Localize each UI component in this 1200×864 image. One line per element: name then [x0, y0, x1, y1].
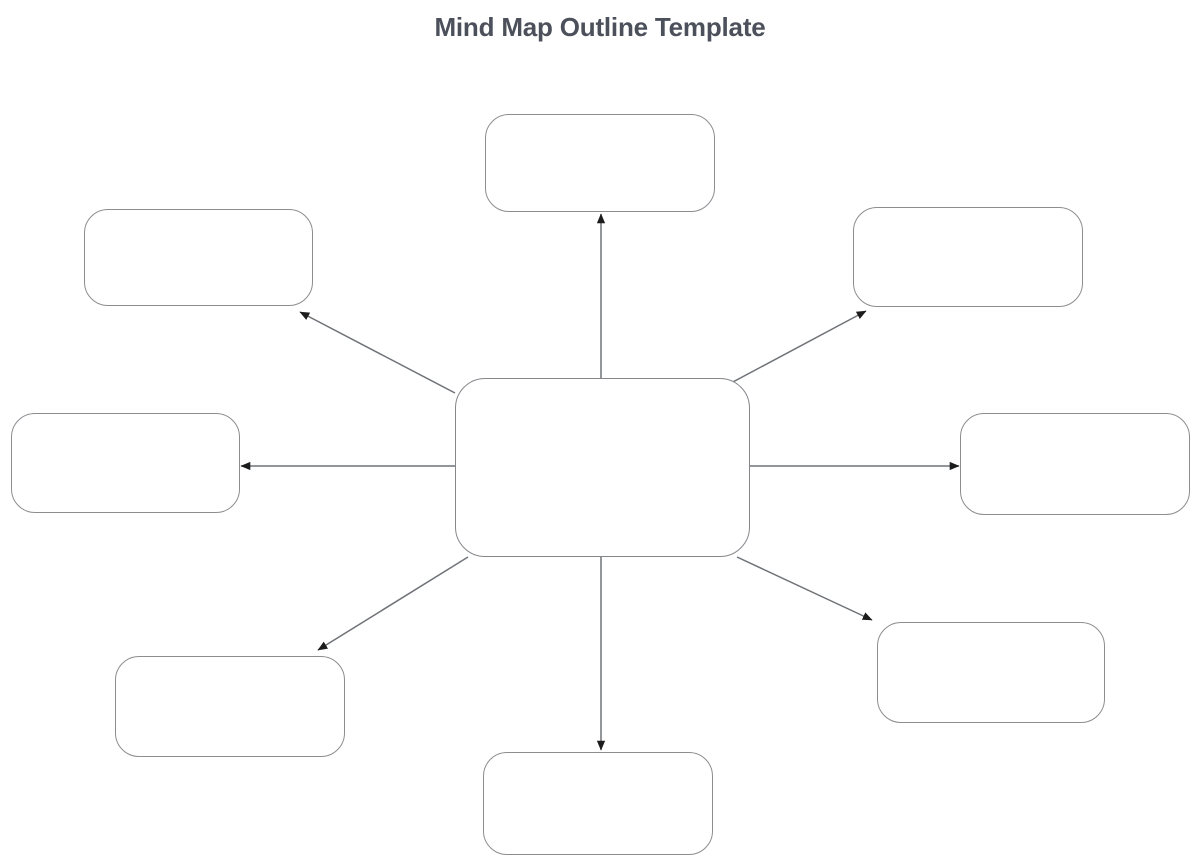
- connector-bottom-right: [736, 556, 873, 621]
- node-branch-right[interactable]: [960, 413, 1190, 515]
- node-branch-bottom-right[interactable]: [877, 622, 1105, 723]
- node-branch-bottom-left[interactable]: [115, 656, 345, 757]
- node-central-topic[interactable]: [455, 378, 750, 557]
- node-branch-top-left[interactable]: [84, 209, 313, 306]
- node-branch-top-right[interactable]: [853, 207, 1083, 307]
- connector-top-right: [730, 310, 867, 384]
- page-title: Mind Map Outline Template: [434, 12, 766, 42]
- node-branch-left[interactable]: [11, 413, 240, 513]
- node-branch-bottom[interactable]: [483, 752, 713, 855]
- connector-bottom-left: [317, 556, 469, 651]
- node-branch-top[interactable]: [485, 114, 715, 212]
- connector-top-left: [299, 311, 456, 394]
